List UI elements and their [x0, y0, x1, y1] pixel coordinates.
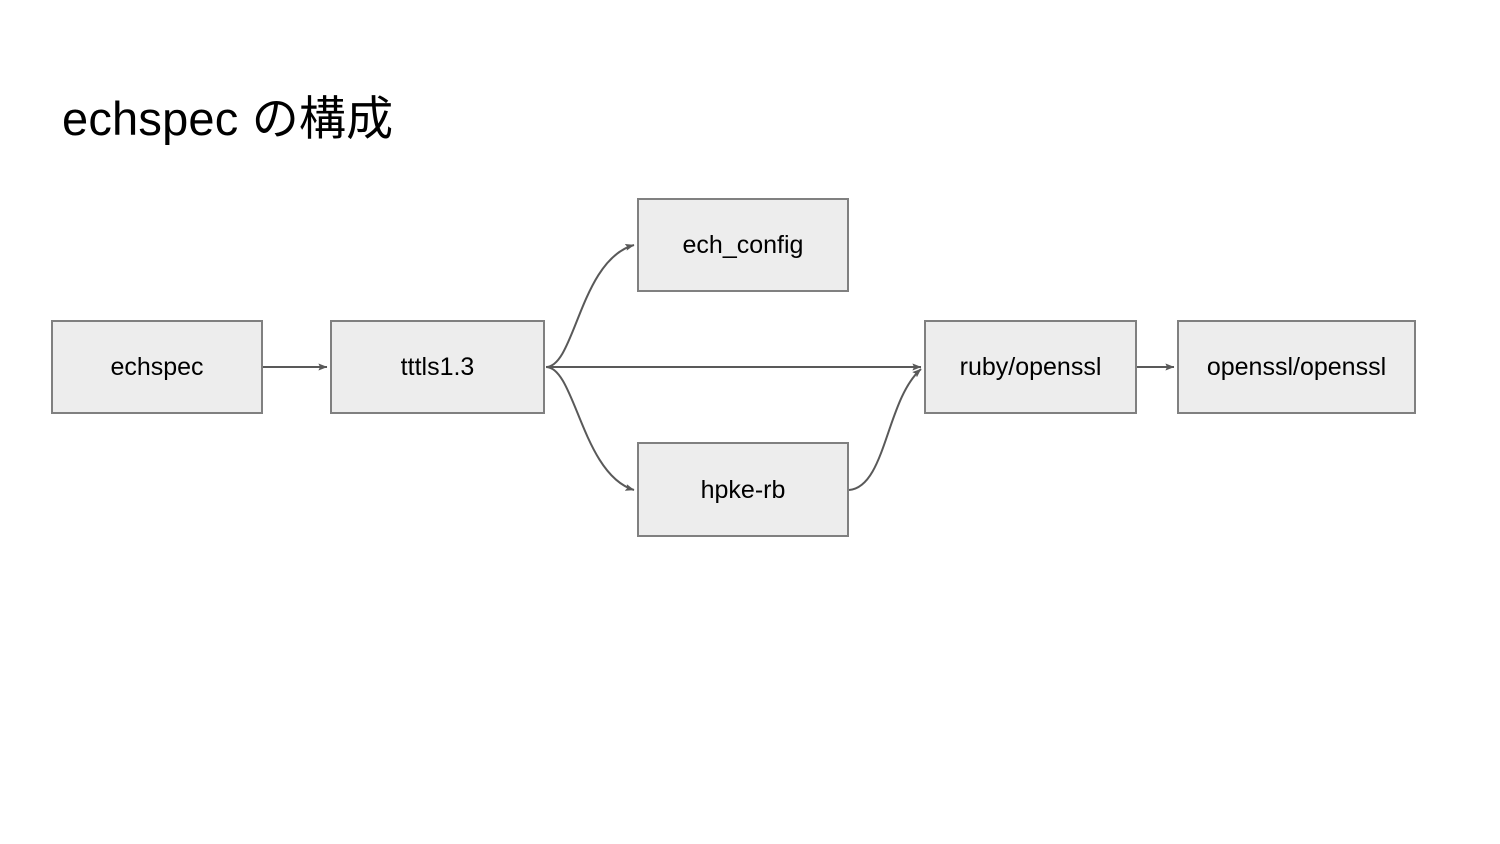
edge-hpke-rb-to-ruby-openssl	[848, 368, 922, 491]
node-tttls13-label: tttls1.3	[400, 353, 475, 381]
node-ruby-openssl-label: ruby/openssl	[959, 353, 1102, 381]
node-ech-config-label: ech_config	[682, 231, 804, 259]
page-title: echspec の構成	[62, 92, 394, 145]
node-hpke-rb-label: hpke-rb	[700, 475, 786, 504]
node-ruby-openssl[interactable]: ruby/openssl	[924, 320, 1137, 414]
node-hpke-rb[interactable]: hpke-rb	[637, 442, 849, 537]
node-echspec-label: echspec	[110, 353, 204, 381]
node-tttls13[interactable]: tttls1.3	[330, 320, 545, 414]
node-openssl-openssl-label: openssl/openssl	[1206, 353, 1387, 381]
node-echspec[interactable]: echspec	[51, 320, 263, 414]
node-openssl-openssl[interactable]: openssl/openssl	[1177, 320, 1416, 414]
edge-tttls13-to-hpke-rb	[545, 366, 635, 491]
edge-tttls13-to-ech-config	[545, 243, 635, 368]
node-ech-config[interactable]: ech_config	[637, 198, 849, 292]
